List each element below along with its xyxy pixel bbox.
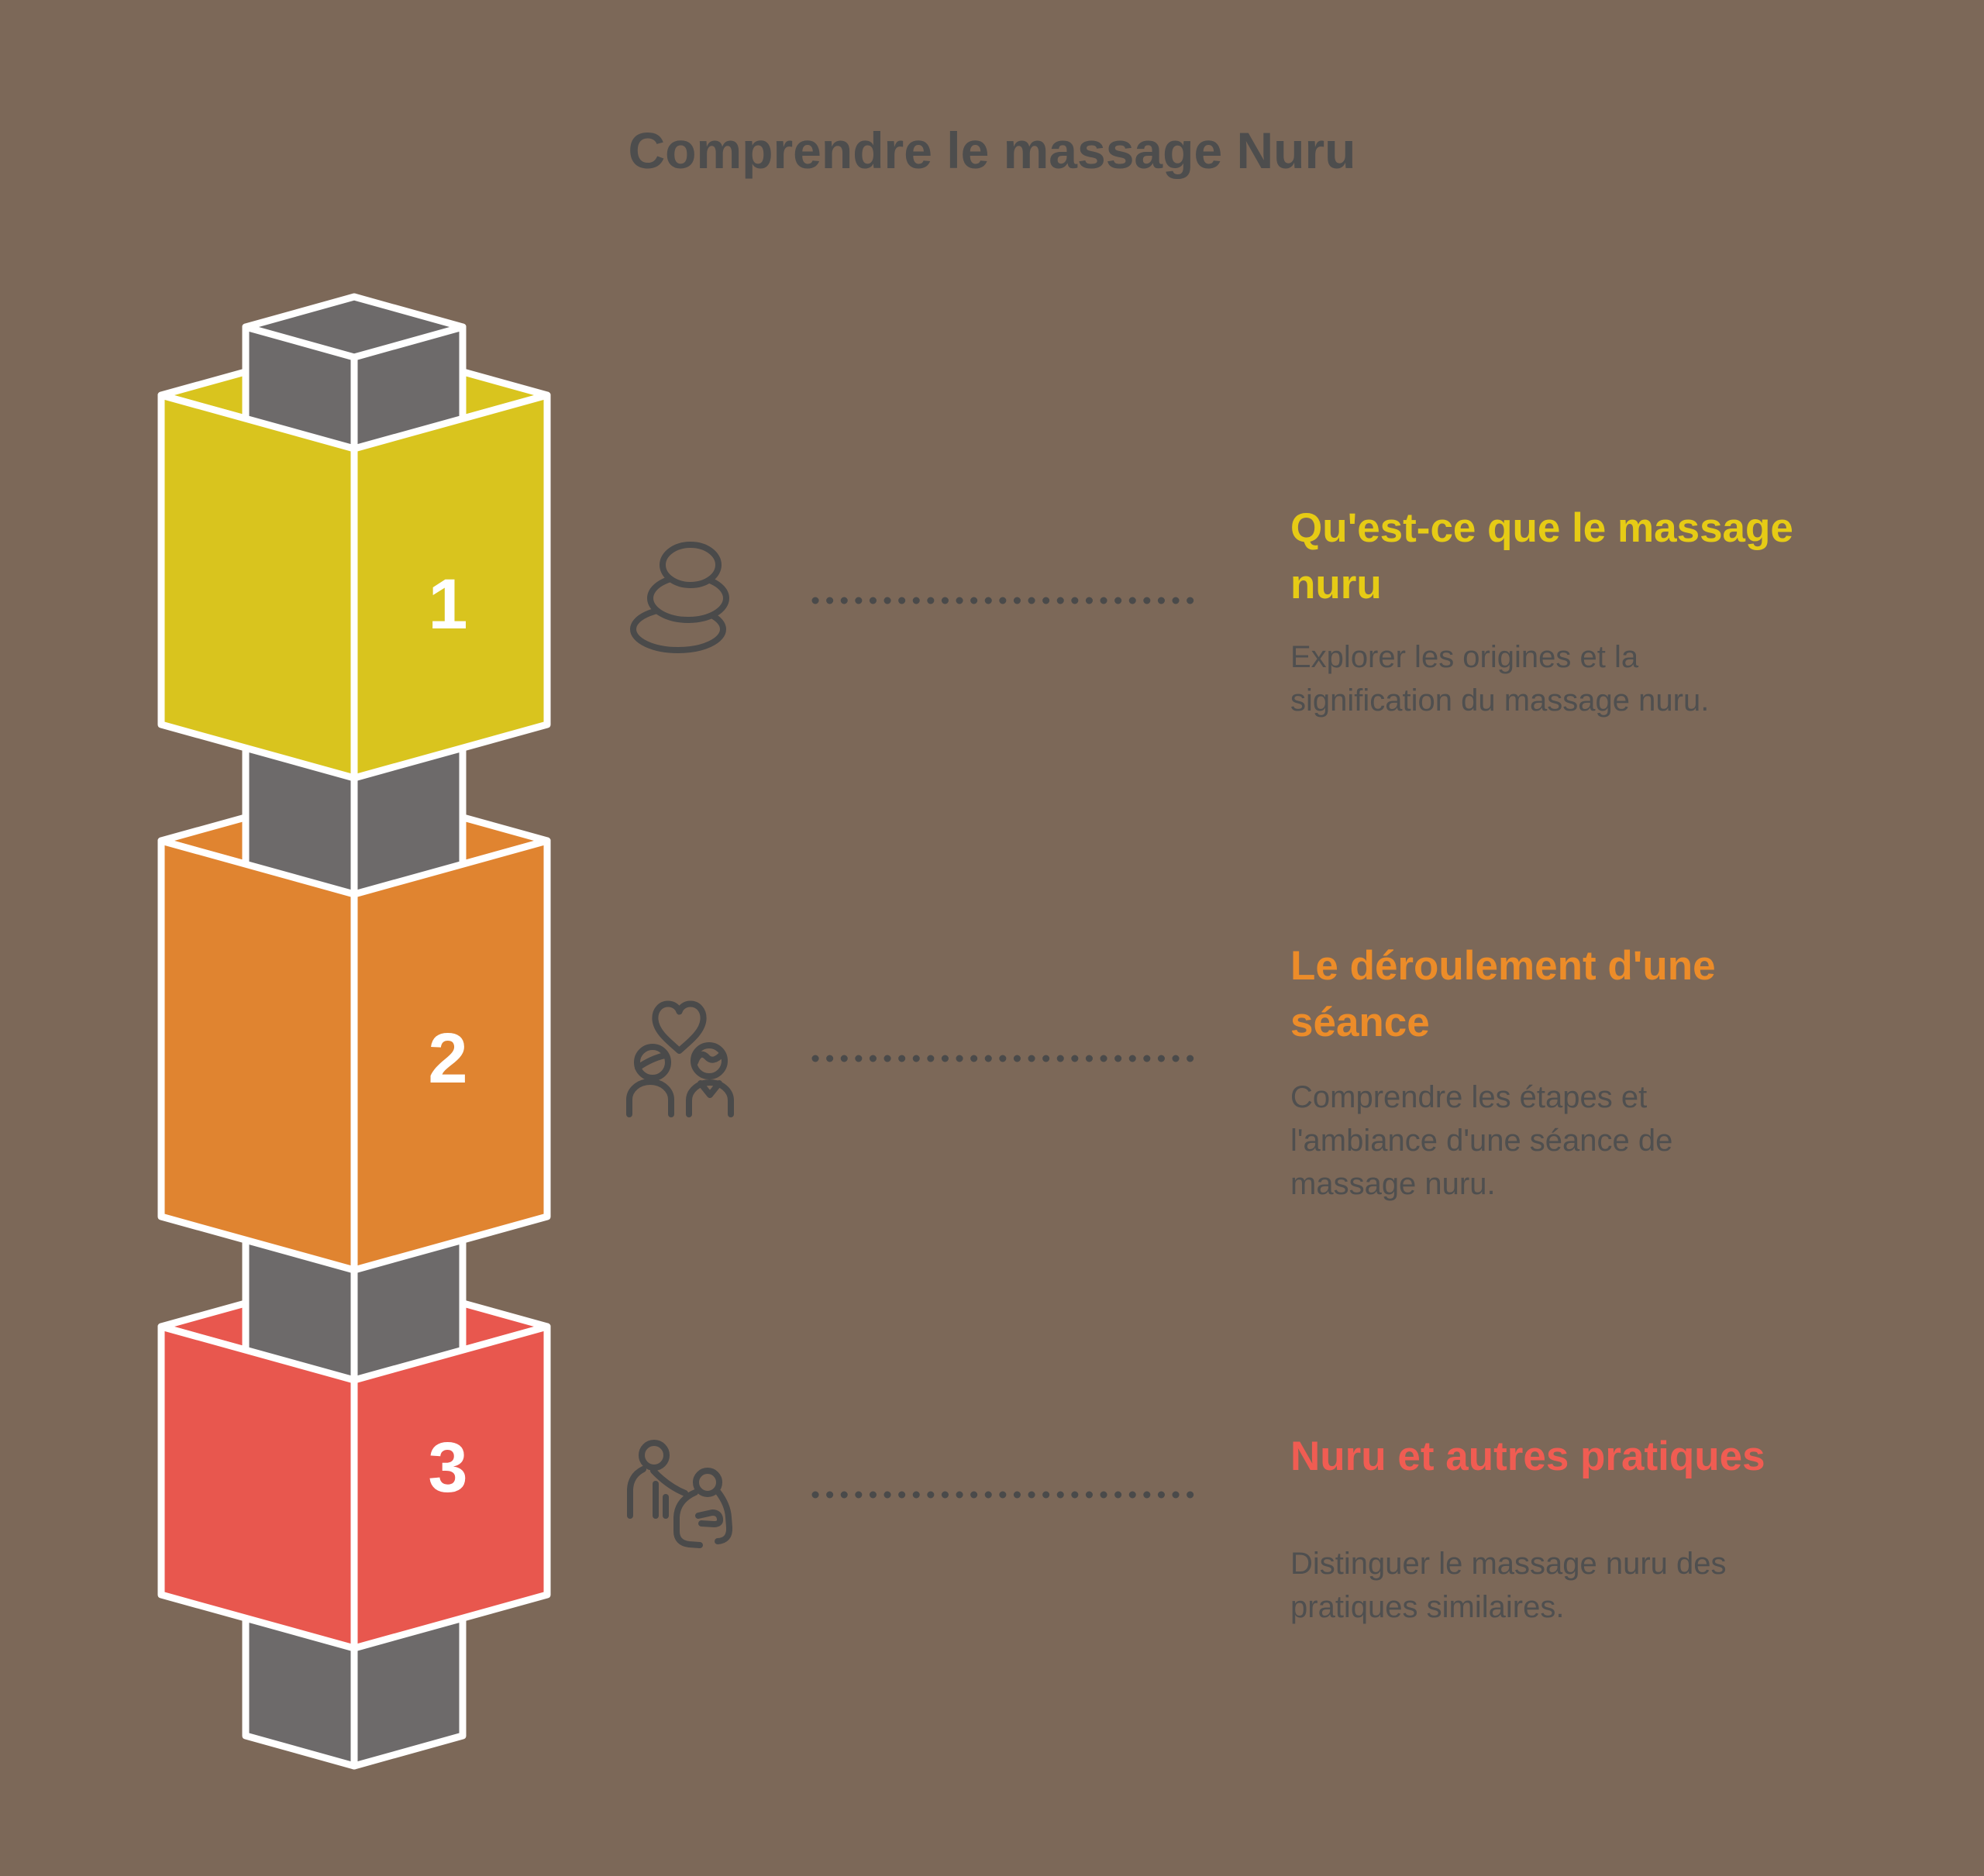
step-1-title: Qu'est-ce que le massage nuru: [1290, 505, 1793, 608]
masseur-back: [627, 1466, 646, 1519]
step-3-description: Distinguer le massage nuru des pratiques…: [1290, 1547, 1727, 1624]
zen-stones-icon: [630, 542, 729, 653]
stone-top: [660, 542, 722, 588]
step-2-number: 2: [428, 1019, 467, 1098]
left-person-body: [626, 1079, 674, 1117]
heart-shape: [652, 1000, 707, 1054]
step-3-title: Nuru et autres pratiques: [1290, 1434, 1765, 1479]
left-person-head: [634, 1044, 671, 1081]
step-3-left-face: [157, 1323, 358, 1652]
step-2-left-face: [157, 837, 358, 1274]
step-2-title: Le déroulement d'une séance: [1290, 943, 1716, 1046]
step-2-description: Comprendre les étapes et l'ambiance d'un…: [1290, 1080, 1673, 1201]
client-side: [715, 1489, 733, 1544]
step-3-number: 3: [428, 1428, 467, 1507]
right-person-body: [686, 1079, 734, 1117]
step-1-description: Explorer les origines et la significatio…: [1290, 640, 1710, 718]
couple-heart-icon: [626, 1000, 734, 1117]
step-1-left-face: [157, 391, 358, 782]
client-back: [673, 1489, 703, 1548]
step-3-right-face: [350, 1323, 551, 1652]
step-1-right-face: [350, 391, 551, 782]
right-person-collar: [698, 1080, 722, 1098]
step-1-box-front: 1: [157, 391, 551, 782]
client-arm: [695, 1509, 724, 1527]
masseur-head: [639, 1440, 670, 1471]
page-title: Comprendre le massage Nuru: [628, 122, 1356, 179]
step-3-box-front: 3: [157, 1323, 551, 1652]
step-1-number: 1: [428, 565, 467, 644]
masseur-arm: [650, 1468, 688, 1496]
step-2-right-face: [350, 837, 551, 1274]
step-2-box-front: 2: [157, 837, 551, 1274]
right-person-hair: [692, 1051, 725, 1065]
client-head: [693, 1468, 722, 1497]
massage-icon: [627, 1440, 733, 1548]
left-person-hair: [635, 1052, 668, 1071]
